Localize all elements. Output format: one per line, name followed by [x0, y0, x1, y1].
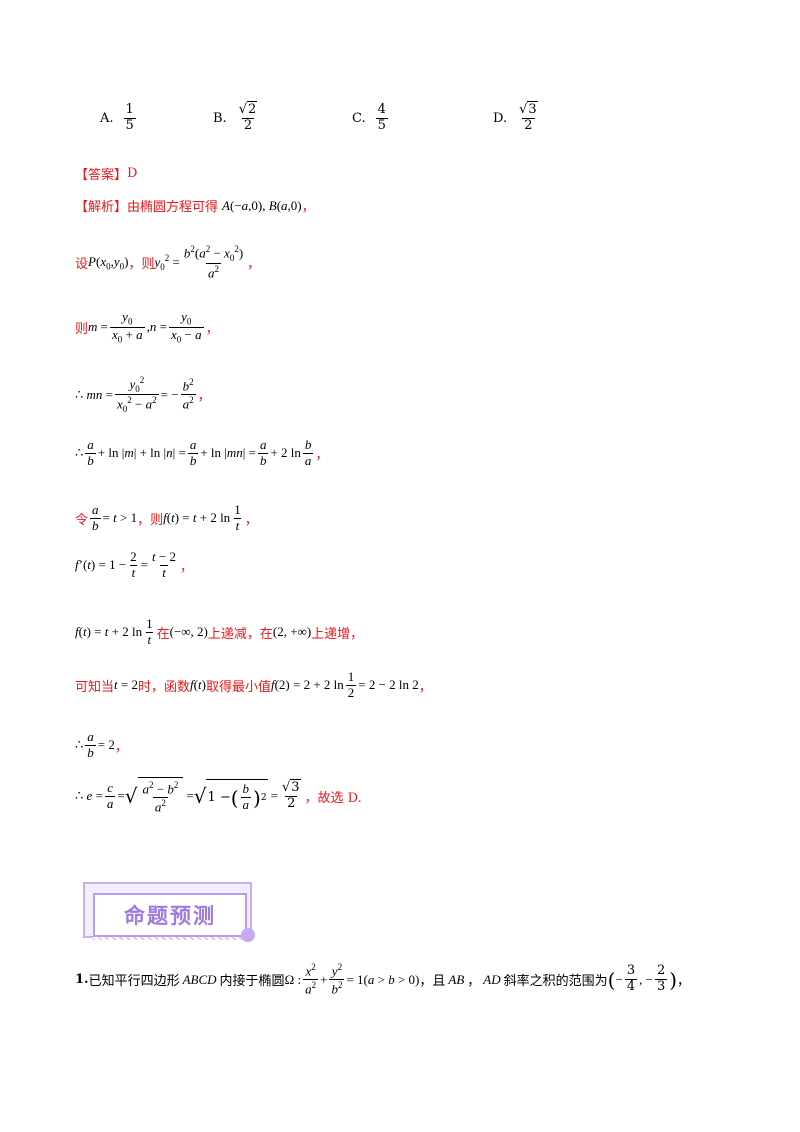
answer-value: D: [127, 166, 138, 181]
fraction: b2(a2 − x02)a2: [183, 244, 244, 281]
option-label: A.: [100, 110, 114, 126]
analysis-tag: 【解析】: [75, 200, 128, 215]
section-title: 命题预测: [93, 893, 247, 937]
banner-dot: [241, 928, 255, 942]
analysis-line-9: 可知当 t = 2 时，函数 f(t) 取得最小值 f(2) = 2 + 2 l…: [75, 669, 432, 700]
formula: A(−a,0), B(a,0): [222, 197, 302, 213]
formula: m =: [88, 319, 108, 335]
formula: P(x0,y0): [88, 253, 129, 272]
option-label: B.: [213, 110, 227, 126]
answer-tag: 【答案】: [75, 168, 128, 183]
option-label: D.: [493, 110, 508, 126]
answer-line: 【答案】D: [75, 164, 137, 183]
option-label: C.: [352, 110, 366, 126]
analysis-line-2: 设 P(x0,y0) ，则 y02 = b2(a2 − x02)a2 ，: [75, 244, 261, 281]
section-banner: 命题预测: [83, 882, 258, 944]
formula: ∴ mn =: [75, 386, 114, 402]
problem-number: 1.: [75, 972, 89, 988]
formula: y02 =: [154, 253, 180, 273]
analysis-line-1: 【解析】由椭圆方程可得 A(−a,0), B(a,0)，: [75, 197, 315, 216]
banner-stripe: [93, 934, 243, 940]
